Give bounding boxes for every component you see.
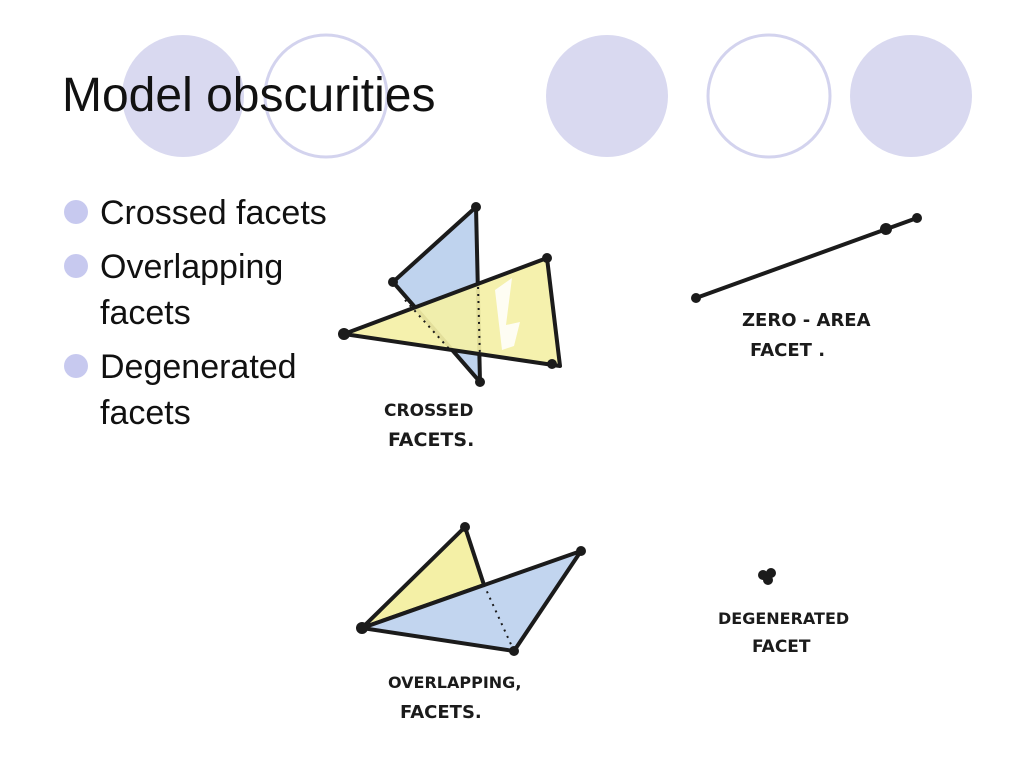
degenerated-label-line1: DEGENERATED [718,609,849,628]
vertex-dot [388,277,398,287]
vertex-dot [471,202,481,212]
bullet-item-crossed-facets: Crossed facets [62,190,382,236]
vertex-dot [542,253,552,263]
zero-area-label-line1: ZERO - AREA [742,310,871,331]
deco-circle-filled-3 [850,35,972,157]
overlapping-label-line1: OVERLAPPING, [388,673,521,692]
bullet-list: Crossed facets Overlapping facets Degene… [62,190,382,444]
bullet-text-continued: facets [100,294,191,332]
vertex-dot [338,328,350,340]
crossed-label-line2: FACETS. [388,429,474,451]
bullet-text: Crossed facets [100,194,327,232]
bullet-dot-icon [64,254,88,278]
bullet-text-continued: facets [100,394,191,432]
vertex-dot [475,377,485,387]
crossed-facets-sketch: CROSSED FACETS. [338,202,562,451]
bullet-text: Degenerated [100,348,297,386]
deco-circle-outline-2 [706,33,832,159]
crossed-hidden-edge-1 [404,299,453,353]
overlapping-facets-sketch: OVERLAPPING, FACETS. [356,522,586,723]
degenerated-facet-sketch: DEGENERATED FACET [718,568,849,657]
bullet-text: Overlapping [100,248,284,286]
vertex-dot [356,622,368,634]
deco-circle-filled-2 [546,35,668,157]
vertex-dot [576,546,586,556]
deco-circle-filled-1 [122,35,244,157]
bullet-item-overlapping-facets: Overlapping facets [62,244,382,336]
crossed-label-line1: CROSSED [384,401,473,421]
bullet-dot-icon [64,200,88,224]
zero-area-facet-sketch: ZERO - AREA FACET . [691,213,922,361]
vertex-dot [691,293,701,303]
vertex-dot [912,213,922,223]
slide-title: Model obscurities [62,69,436,122]
degenerated-label-line2: FACET [752,637,811,657]
overlapping-label-line2: FACETS. [400,702,482,723]
vertex-dot [509,646,519,656]
deco-circle-outline-1 [263,33,389,159]
vertex-dot [460,522,470,532]
bullet-dot-icon [64,354,88,378]
crossed-white-highlight [495,278,520,350]
bullet-item-degenerated-facets: Degenerated facets [62,344,382,436]
degenerated-point [763,575,773,585]
vertex-dot [547,359,557,369]
overlapping-blue-facet [360,549,583,653]
zero-area-label-line2: FACET . [750,340,825,361]
zero-area-line [694,216,919,300]
vertex-dot [880,223,892,235]
overlapping-hidden-edge [483,584,515,652]
